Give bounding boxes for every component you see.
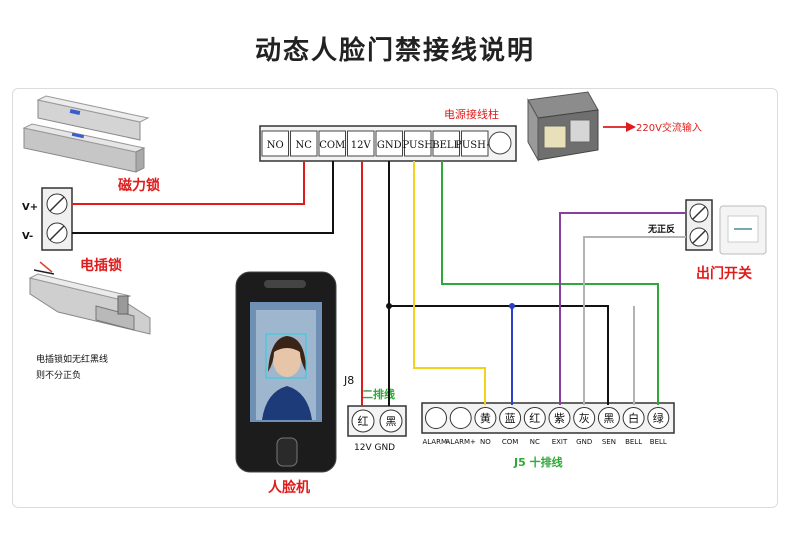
ac-input-label: 220V交流输入: [636, 121, 702, 134]
power-terminal-cell: [432, 130, 460, 157]
j5-pin-label: NC: [530, 438, 540, 446]
j8-pin-color: 黑: [386, 415, 397, 428]
j5-pin-cell: [548, 407, 571, 429]
j8-pin-color: 红: [358, 415, 369, 428]
power-terminal-cell: [461, 130, 489, 157]
strike-note-line2: 则不分正负: [36, 369, 81, 381]
j5-pin-label: COM: [502, 438, 518, 446]
j5-pin-label: SEN: [602, 438, 616, 446]
j8-pin-cell: [351, 409, 375, 433]
j5-pin-color: 灰: [579, 411, 590, 425]
power-terminal-label: PUSH+: [455, 140, 494, 151]
power-terminal-cell: [261, 130, 289, 157]
power-terminal-cell: [290, 130, 318, 157]
power-supply-image: [527, 91, 599, 162]
wire-exit-purple: [559, 212, 686, 405]
j5-pin-color: 黄: [480, 411, 491, 425]
face-device-image: [235, 271, 337, 473]
mag-lock-label: 磁力锁: [118, 177, 160, 194]
j5-pin-cell: [499, 407, 522, 429]
mag-lock-minus: V-: [22, 231, 33, 242]
exit-terminal: [685, 199, 713, 251]
wire-bell-green: [441, 161, 659, 405]
power-terminal-cell: [347, 130, 375, 157]
page-title: 动态人脸门禁接线说明: [254, 36, 535, 66]
j8-pin-cell: [379, 409, 403, 433]
j5-title: J5 十排线: [513, 455, 563, 469]
j5-pin-color: 红: [529, 412, 540, 425]
j5-pin-color: 蓝: [505, 412, 516, 425]
j5-pin-cell: [622, 407, 645, 429]
j5-pin-cell: [449, 407, 472, 429]
power-terminal-cell: [404, 130, 432, 157]
j5-pin-cell: [425, 407, 447, 429]
j5-pin-color: 紫: [554, 412, 565, 425]
power-terminal-label: NO: [267, 140, 284, 151]
mag-lock-plus: V+: [22, 202, 38, 213]
junction-dot: [509, 303, 515, 309]
j5-pin-cell: [523, 407, 546, 429]
exit-terminal-label: 无正反: [647, 223, 675, 235]
j8-connector: 红黑: [347, 405, 407, 437]
j8-title-prefix: J8: [343, 374, 354, 387]
j8-title-suffix: 二排线: [362, 387, 395, 401]
j5-pin-label: NO: [480, 438, 491, 446]
j5-connector: 黄 蓝红 紫 灰黑 白绿 ALARM-ALARM+ NO COM NC EXIT GND SEN BE…: [421, 402, 675, 446]
exit-button-image: [719, 205, 767, 255]
magnetic-lock-image: [22, 95, 150, 173]
power-terminal-label: NC: [296, 140, 313, 151]
wire-push-yellow: [413, 161, 486, 405]
strike-lock-label: 电插锁: [80, 257, 122, 274]
power-terminal-cell: [375, 130, 403, 157]
strike-note-line1: 电插锁如无红黑线: [36, 353, 108, 365]
wire-maglock-minus-com: [72, 161, 334, 234]
power-terminal-label: GND: [377, 140, 402, 151]
j5-pin-color: 黑: [603, 412, 614, 425]
j5-pin-color: 白: [628, 411, 639, 425]
j5-pin-label: EXIT: [552, 438, 568, 446]
j5-pin-cell: [573, 407, 596, 429]
j5-pin-label: GND: [576, 438, 592, 446]
wire-gnd-j5-black: [389, 305, 609, 405]
junction-dot: [386, 303, 392, 309]
power-terminal-cell: [318, 130, 346, 157]
exit-button-label: 出门开关: [696, 265, 752, 282]
j5-pin-color: 绿: [653, 411, 664, 425]
strike-lock-image: [28, 261, 151, 335]
power-block-label: 电源接线柱: [444, 107, 499, 121]
j5-pin-label: BELL: [650, 438, 667, 446]
power-terminal-screw: [488, 131, 512, 155]
face-device-label: 人脸机: [268, 479, 310, 496]
j8-pins: 12V GND: [354, 443, 395, 453]
ac-input-arrow: [603, 122, 636, 132]
j5-pin-cell: [474, 407, 497, 429]
j5-pin-label: ALARM-: [422, 438, 450, 446]
power-terminal-label: COM: [319, 140, 345, 151]
j5-pin-label: ALARM+: [445, 438, 476, 446]
j5-pin-cell: [647, 407, 670, 429]
power-terminal-label: BELL: [432, 140, 460, 151]
power-terminal-label: 12V: [351, 140, 372, 151]
wire-exit-gray: [583, 236, 686, 405]
mag-lock-terminal: [41, 187, 73, 251]
j5-pin-cell: [597, 407, 620, 429]
wire-maglock-plus-nc: [72, 161, 305, 205]
power-terminal-label: PUSH: [402, 140, 433, 151]
j5-pin-label: BELL: [625, 438, 642, 446]
